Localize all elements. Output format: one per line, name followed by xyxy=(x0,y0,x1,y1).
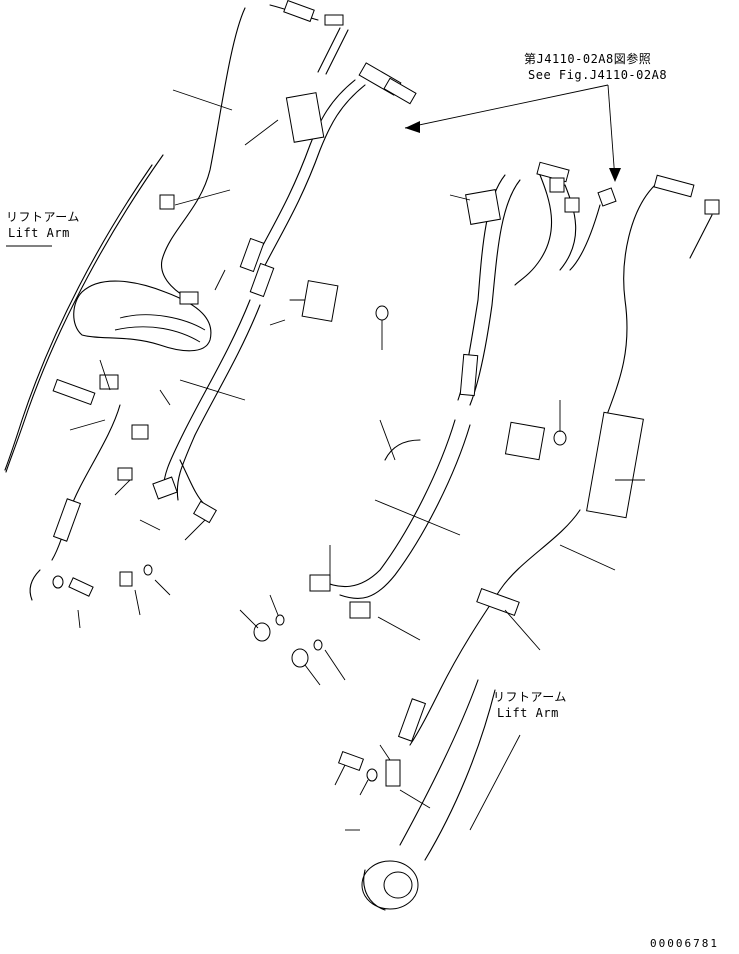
clamp-plate-left xyxy=(301,280,339,322)
lift-arm-label-left-english: Lift Arm xyxy=(8,226,70,240)
figure-reference-english: See Fig.J4110-02A8 xyxy=(528,68,668,82)
drawing-number: 00006781 xyxy=(650,937,719,950)
figure-reference-japanese: 第J4110-02A8図参照 xyxy=(524,52,652,66)
clamp-plate-center xyxy=(504,421,546,461)
right-lift-arm xyxy=(361,679,496,911)
lift-arm-label-left-japanese: リフトアーム xyxy=(6,210,80,224)
center-hose-assembly xyxy=(253,161,617,668)
left-hose-assembly xyxy=(29,0,417,601)
lift-arm-label-right-english: Lift Arm xyxy=(497,706,559,720)
figure-reference-arrows xyxy=(404,84,621,182)
lift-arm-label-right-japanese: リフトアーム xyxy=(493,690,567,704)
left-lift-arm xyxy=(4,154,212,473)
leader-lines xyxy=(6,89,645,831)
right-hose-assembly xyxy=(337,174,720,787)
